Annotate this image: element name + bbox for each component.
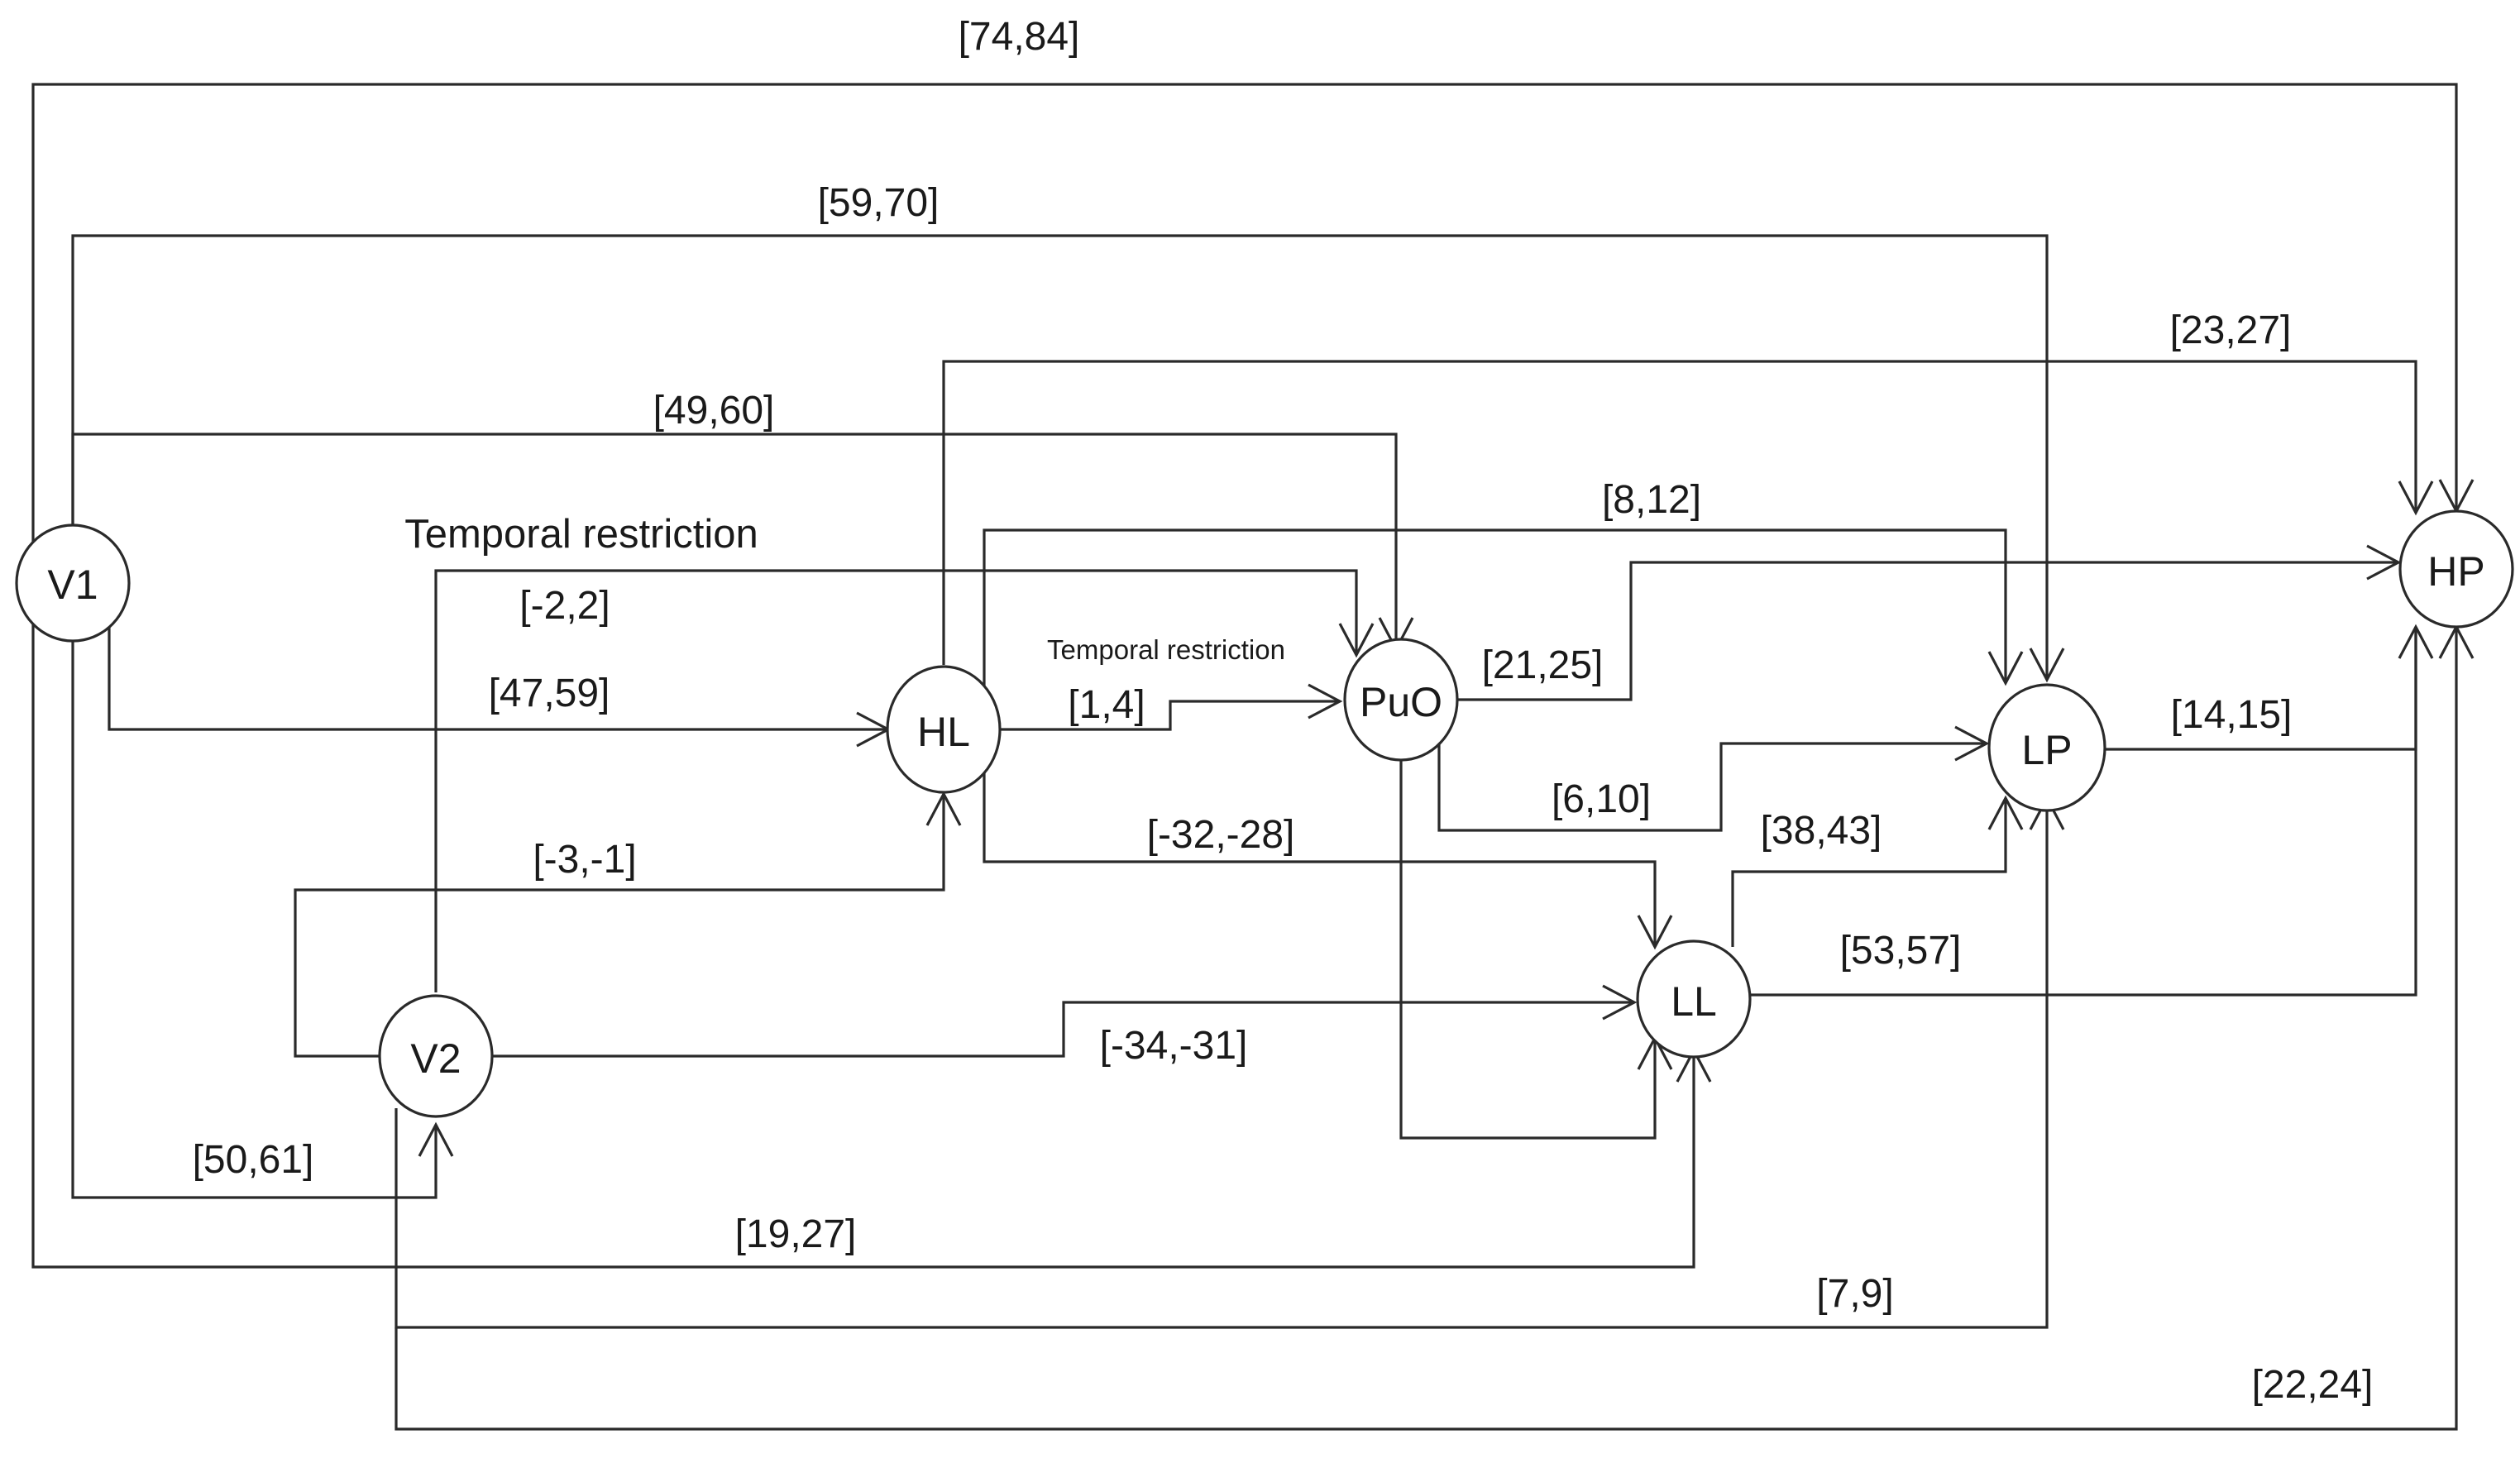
- edge-v2-hl: [294, 794, 945, 1058]
- arrow-into-lp-ll: [1987, 795, 2024, 830]
- nodes: V1 V2 HL PuO LL LP HP: [15, 509, 2514, 1118]
- label-lp-hp: [14,15]: [2171, 693, 2293, 737]
- node-hp-circle: [2398, 509, 2514, 629]
- edge-hl-puo: [1001, 700, 1340, 731]
- label-v2-hl: [-3,-1]: [533, 838, 636, 882]
- edge-puo-ll: [1399, 757, 1657, 1140]
- label-ll-hp: [53,57]: [1840, 929, 1962, 973]
- arrow-into-hl-v2: [925, 791, 962, 826]
- edge-puo-hp: [1453, 561, 2398, 701]
- label-v1-hp: [74,84]: [959, 15, 1080, 59]
- edge-lp-hp: [2105, 627, 2417, 751]
- edge-v1-lp: [71, 234, 2049, 680]
- edge-v1-ll: [31, 624, 1695, 1269]
- edge-v1-v2: [71, 624, 438, 1199]
- label-v1-lp: [59,70]: [818, 181, 940, 225]
- edge-hl-lp: [983, 528, 2007, 703]
- label-v2-lp: [7,9]: [1816, 1272, 1893, 1316]
- edge-hl-hp: [942, 360, 2417, 665]
- arrow-into-puo-hl: [1308, 683, 1343, 720]
- edge-ll-lp: [1731, 798, 2007, 947]
- label-v1-ll: [19,27]: [735, 1212, 857, 1256]
- arrow-into-lp-hl: [1987, 651, 2024, 686]
- node-v1[interactable]: V1: [15, 524, 131, 643]
- edges: [31, 83, 2458, 1431]
- temporal-restriction-note-small: Temporal restriction: [1047, 634, 1285, 665]
- edge-labels: [74,84] [59,70] [23,27] [49,60] [8,12] […: [193, 15, 2374, 1407]
- label-v1-puo: [49,60]: [653, 389, 775, 433]
- arrow-into-hp-lp: [2398, 624, 2434, 659]
- node-hl-label: HL: [917, 709, 970, 755]
- arrow-into-hp-hl: [2398, 480, 2434, 516]
- node-ll-label: LL: [1671, 978, 1717, 1025]
- annotations: Temporal restriction Temporal restrictio…: [404, 512, 1285, 665]
- label-v1-v2: [50,61]: [193, 1138, 314, 1182]
- node-hl-circle: [886, 665, 1002, 794]
- arrow-into-ll-v2: [1602, 984, 1638, 1021]
- label-hl-ll: [-32,-28]: [1147, 813, 1295, 857]
- label-v1-hl: [47,59]: [489, 672, 610, 715]
- node-ll[interactable]: LL: [1636, 939, 1752, 1059]
- edge-v2-lp: [394, 798, 2049, 1329]
- arrow-into-lp-puo: [1954, 725, 1990, 762]
- node-puo[interactable]: PuO: [1343, 638, 1459, 762]
- node-puo-circle: [1343, 638, 1459, 762]
- label-ll-lp: [38,43]: [1761, 809, 1882, 853]
- edge-v2-ll: [492, 1001, 1634, 1058]
- edge-puo-lp: [1437, 742, 1987, 832]
- edge-v2-puo: [434, 569, 1358, 992]
- node-puo-label: PuO: [1360, 679, 1442, 725]
- node-v2[interactable]: V2: [378, 994, 494, 1118]
- arrowheads: [418, 479, 2475, 1157]
- node-v1-circle: [15, 524, 131, 643]
- label-v2-puo: [-2,2]: [519, 584, 610, 628]
- arrow-into-v2: [418, 1121, 454, 1157]
- node-lp-label: LP: [2021, 727, 2072, 773]
- edge-v1-puo: [71, 433, 1398, 649]
- edge-hl-ll: [983, 757, 1657, 947]
- node-hp[interactable]: HP: [2398, 509, 2514, 629]
- label-hl-lp: [8,12]: [1602, 478, 1701, 522]
- node-v1-label: V1: [47, 562, 98, 608]
- node-v2-circle: [378, 994, 494, 1118]
- arrow-into-hp-puo: [2366, 544, 2402, 581]
- edge-v2-hp: [394, 627, 2458, 1431]
- edge-v1-hl: [108, 620, 888, 731]
- label-hl-puo: [1,4]: [1068, 683, 1145, 727]
- temporal-restriction-note-large: Temporal restriction: [404, 512, 758, 557]
- label-v2-ll: [-34,-31]: [1100, 1024, 1248, 1068]
- label-v2-hp: [22,24]: [2252, 1363, 2374, 1407]
- node-hp-label: HP: [2427, 548, 2484, 595]
- arrow-into-ll-hl: [1637, 915, 1673, 950]
- edge-v1-hp: [31, 83, 2458, 542]
- node-v2-label: V2: [410, 1035, 461, 1082]
- arrow-into-lp-v1: [2029, 648, 2065, 683]
- arrow-into-puo-v2: [1338, 623, 1375, 658]
- label-puo-lp: [6,10]: [1552, 777, 1651, 821]
- node-hl[interactable]: HL: [886, 665, 1002, 794]
- label-puo-hp: [21,25]: [1482, 643, 1604, 687]
- node-lp[interactable]: LP: [1987, 683, 2106, 812]
- node-lp-circle: [1987, 683, 2106, 812]
- label-hl-hp: [23,27]: [2170, 308, 2292, 352]
- node-ll-circle: [1636, 939, 1752, 1059]
